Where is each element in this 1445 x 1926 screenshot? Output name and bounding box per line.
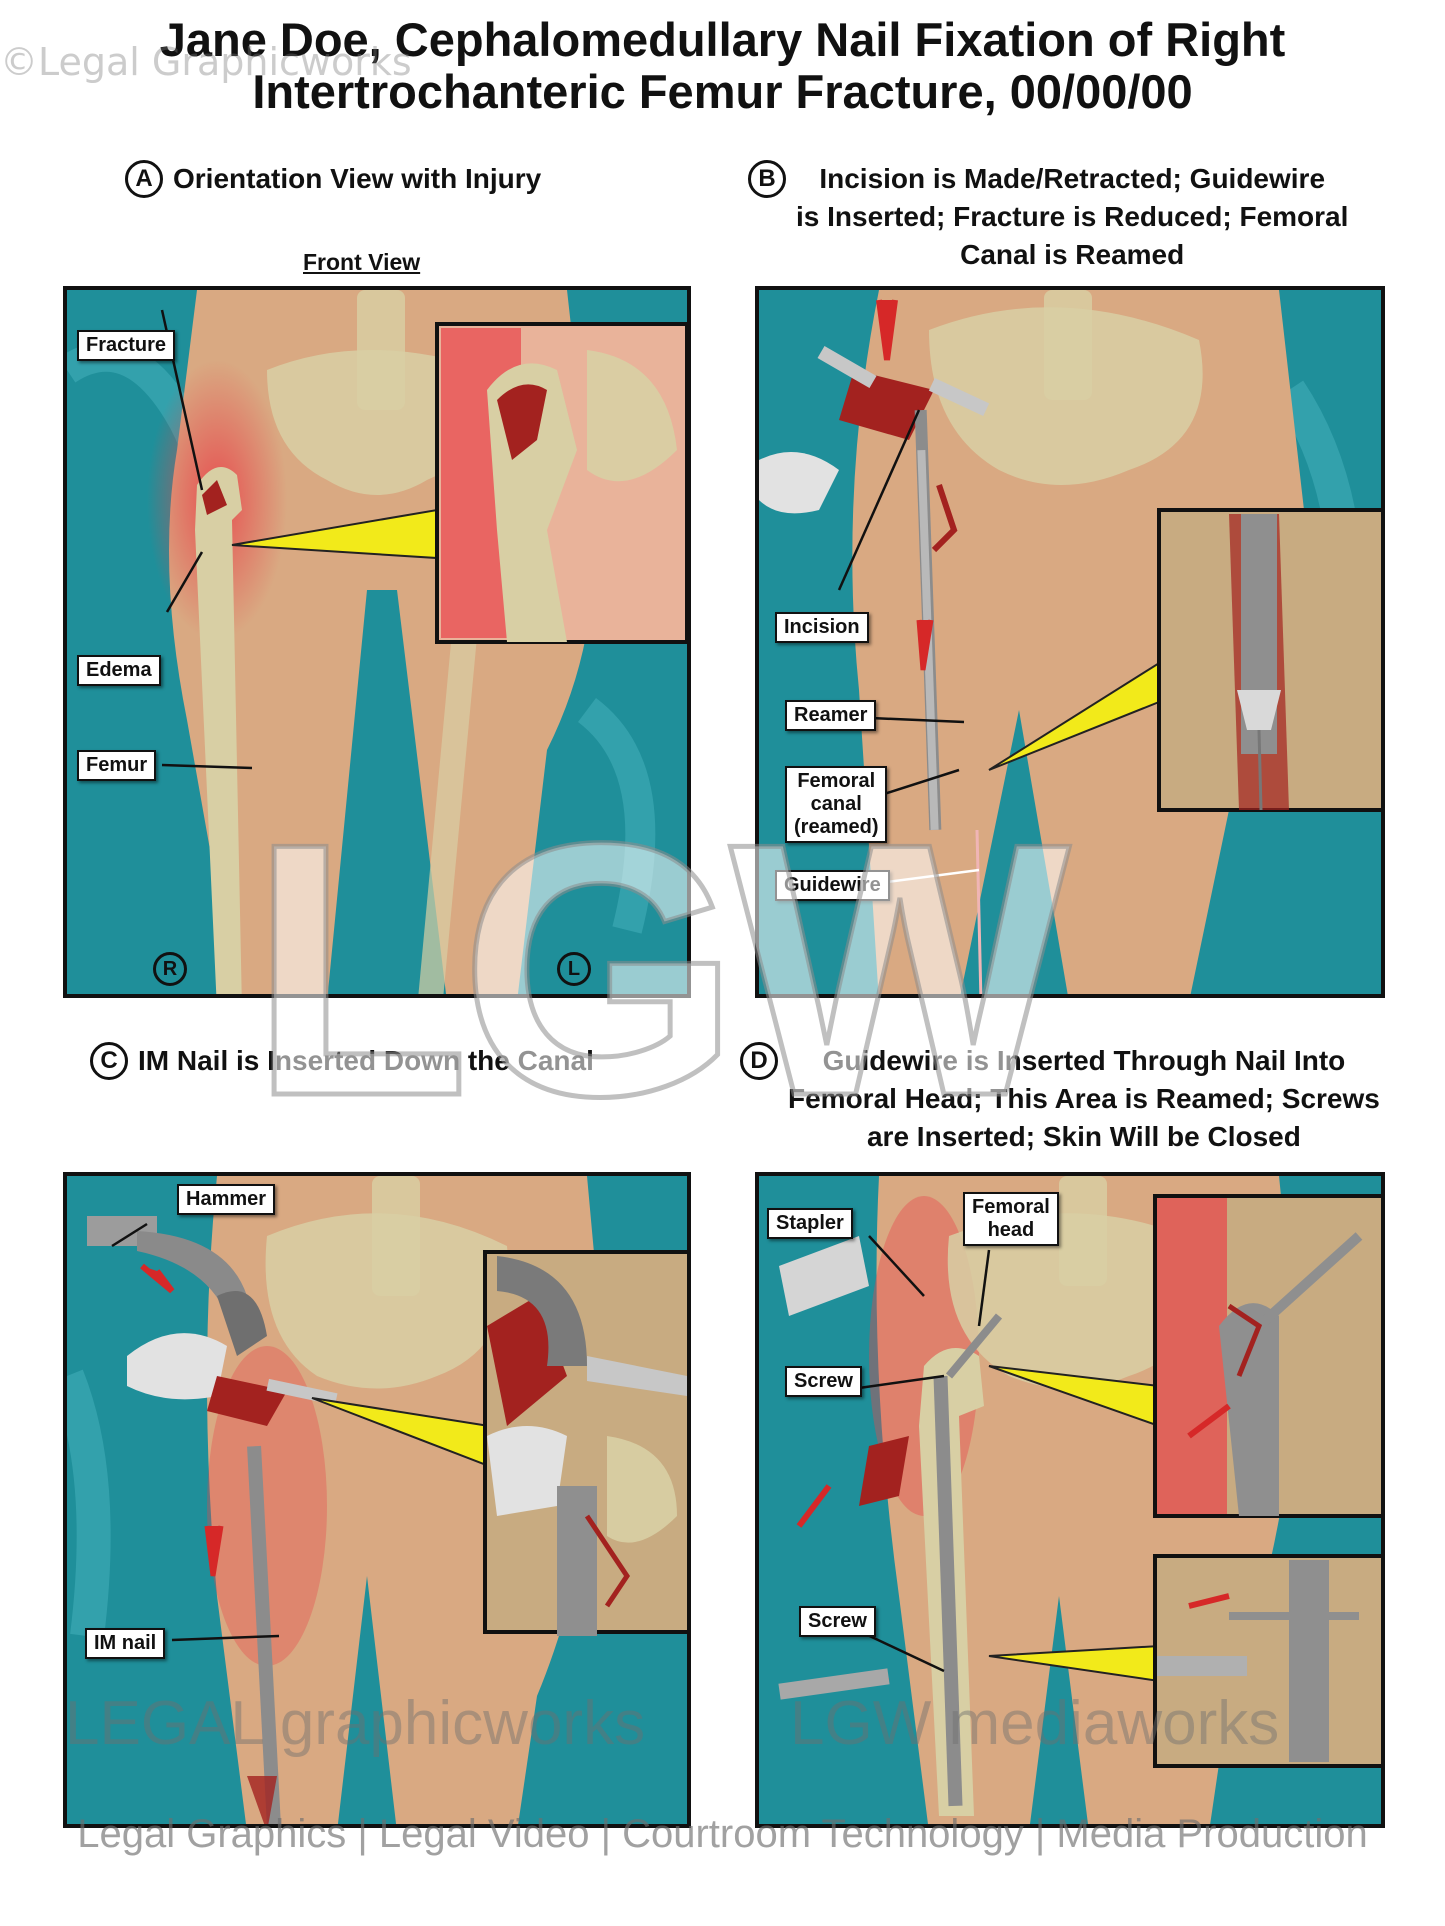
zoom-inset-1: [1153, 1194, 1381, 1518]
stapler: [779, 1236, 869, 1316]
label-fracture: Fracture: [77, 330, 176, 361]
panel-a-heading-text: Orientation View with Injury: [173, 163, 542, 194]
lag-screw: [945, 1313, 1003, 1379]
pelvis-bone: [267, 350, 489, 495]
panel-d-drawing: [759, 1176, 1381, 1824]
title-line-2: Intertrochanteric Femur Fracture, 00/00/…: [252, 65, 1193, 118]
guidewire: [975, 829, 983, 994]
panel-c-letter: C: [90, 1042, 128, 1080]
zoom-inset: [483, 1250, 687, 1636]
panel-b-heading-text: Incision is Made/Retracted; Guidewire is…: [796, 163, 1349, 270]
label-screw-lower: Screw: [799, 1606, 876, 1637]
panel-a-letter: A: [125, 160, 163, 198]
title-line-1: Jane Doe, Cephalomedullary Nail Fixation…: [159, 13, 1286, 66]
panel-d-illustration: Stapler Femoral head Screw Screw: [755, 1172, 1385, 1828]
direction-arrow: [140, 1263, 175, 1294]
panel-d-heading: D Guidewire is Inserted Through Nail Int…: [740, 1042, 1380, 1156]
fracture-site: [931, 484, 958, 553]
zoom-inset: [1157, 508, 1381, 812]
panel-a-illustration: Fracture Edema Femur R L: [63, 286, 691, 998]
label-incision: Incision: [775, 612, 869, 643]
panel-c-heading-text: IM Nail is Inserted Down the Canal: [138, 1045, 594, 1076]
panel-b-illustration: Incision Reamer Femoral canal (reamed) G…: [755, 286, 1385, 998]
label-femur: Femur: [77, 750, 157, 781]
direction-arrow: [876, 299, 898, 361]
direction-arrow-2: [204, 1525, 224, 1577]
hammer-instrument: [87, 1216, 267, 1356]
incision: [839, 370, 934, 440]
zoom-inset-2: [1153, 1554, 1381, 1768]
panel-a-drawing: [67, 290, 687, 994]
fracture-site: [202, 480, 227, 515]
drill-guide: [778, 1668, 890, 1700]
label-edema: Edema: [77, 655, 161, 686]
zoom-inset: [435, 322, 687, 644]
gloved-hand: [759, 452, 839, 514]
panel-b-heading: B Incision is Made/Retracted; Guidewire …: [748, 160, 1348, 274]
label-reamer: Reamer: [785, 700, 877, 731]
direction-arrow-2: [916, 619, 934, 671]
edema-glow: [207, 1346, 327, 1666]
panel-c-illustration: Hammer IM nail: [63, 1172, 691, 1828]
panel-d-letter: D: [740, 1042, 778, 1080]
right-side-marker: R: [153, 952, 187, 986]
spine: [1059, 1176, 1107, 1286]
label-hammer: Hammer: [177, 1184, 276, 1215]
panel-a-front-view-caption: Front View: [303, 249, 421, 275]
incision: [859, 1436, 909, 1506]
spine: [1044, 290, 1092, 400]
direction-arrow: [796, 1484, 832, 1528]
retractor-2: [928, 377, 990, 417]
label-guidewire: Guidewire: [775, 870, 890, 901]
page-title: Jane Doe, Cephalomedullary Nail Fixation…: [0, 14, 1445, 118]
footer-tagline: Legal Graphics | Legal Video | Courtroom…: [77, 1812, 1368, 1856]
panel-d-heading-text: Guidewire is Inserted Through Nail Into …: [788, 1045, 1380, 1152]
label-femoral-canal: Femoral canal (reamed): [785, 766, 888, 843]
spine: [357, 290, 405, 410]
retractor: [817, 345, 877, 389]
panel-c-heading: C IM Nail is Inserted Down the Canal: [90, 1042, 594, 1080]
patient-body: [852, 290, 1304, 994]
spine: [372, 1176, 420, 1296]
pelvis-bone: [265, 1213, 509, 1389]
label-femoral-head: Femoral head: [963, 1192, 1059, 1246]
label-im-nail: IM nail: [85, 1628, 166, 1659]
label-stapler: Stapler: [767, 1208, 853, 1239]
label-screw-upper: Screw: [785, 1366, 862, 1397]
pelvis-bone: [947, 1213, 1210, 1389]
panel-b-letter: B: [748, 160, 786, 198]
left-side-marker: L: [557, 952, 591, 986]
gloved-hand: [127, 1333, 227, 1400]
right-femur: [195, 467, 242, 994]
im-nail: [933, 1375, 963, 1807]
panel-a-heading: A Orientation View with Injury: [125, 160, 541, 198]
panel-c-drawing: [67, 1176, 687, 1824]
